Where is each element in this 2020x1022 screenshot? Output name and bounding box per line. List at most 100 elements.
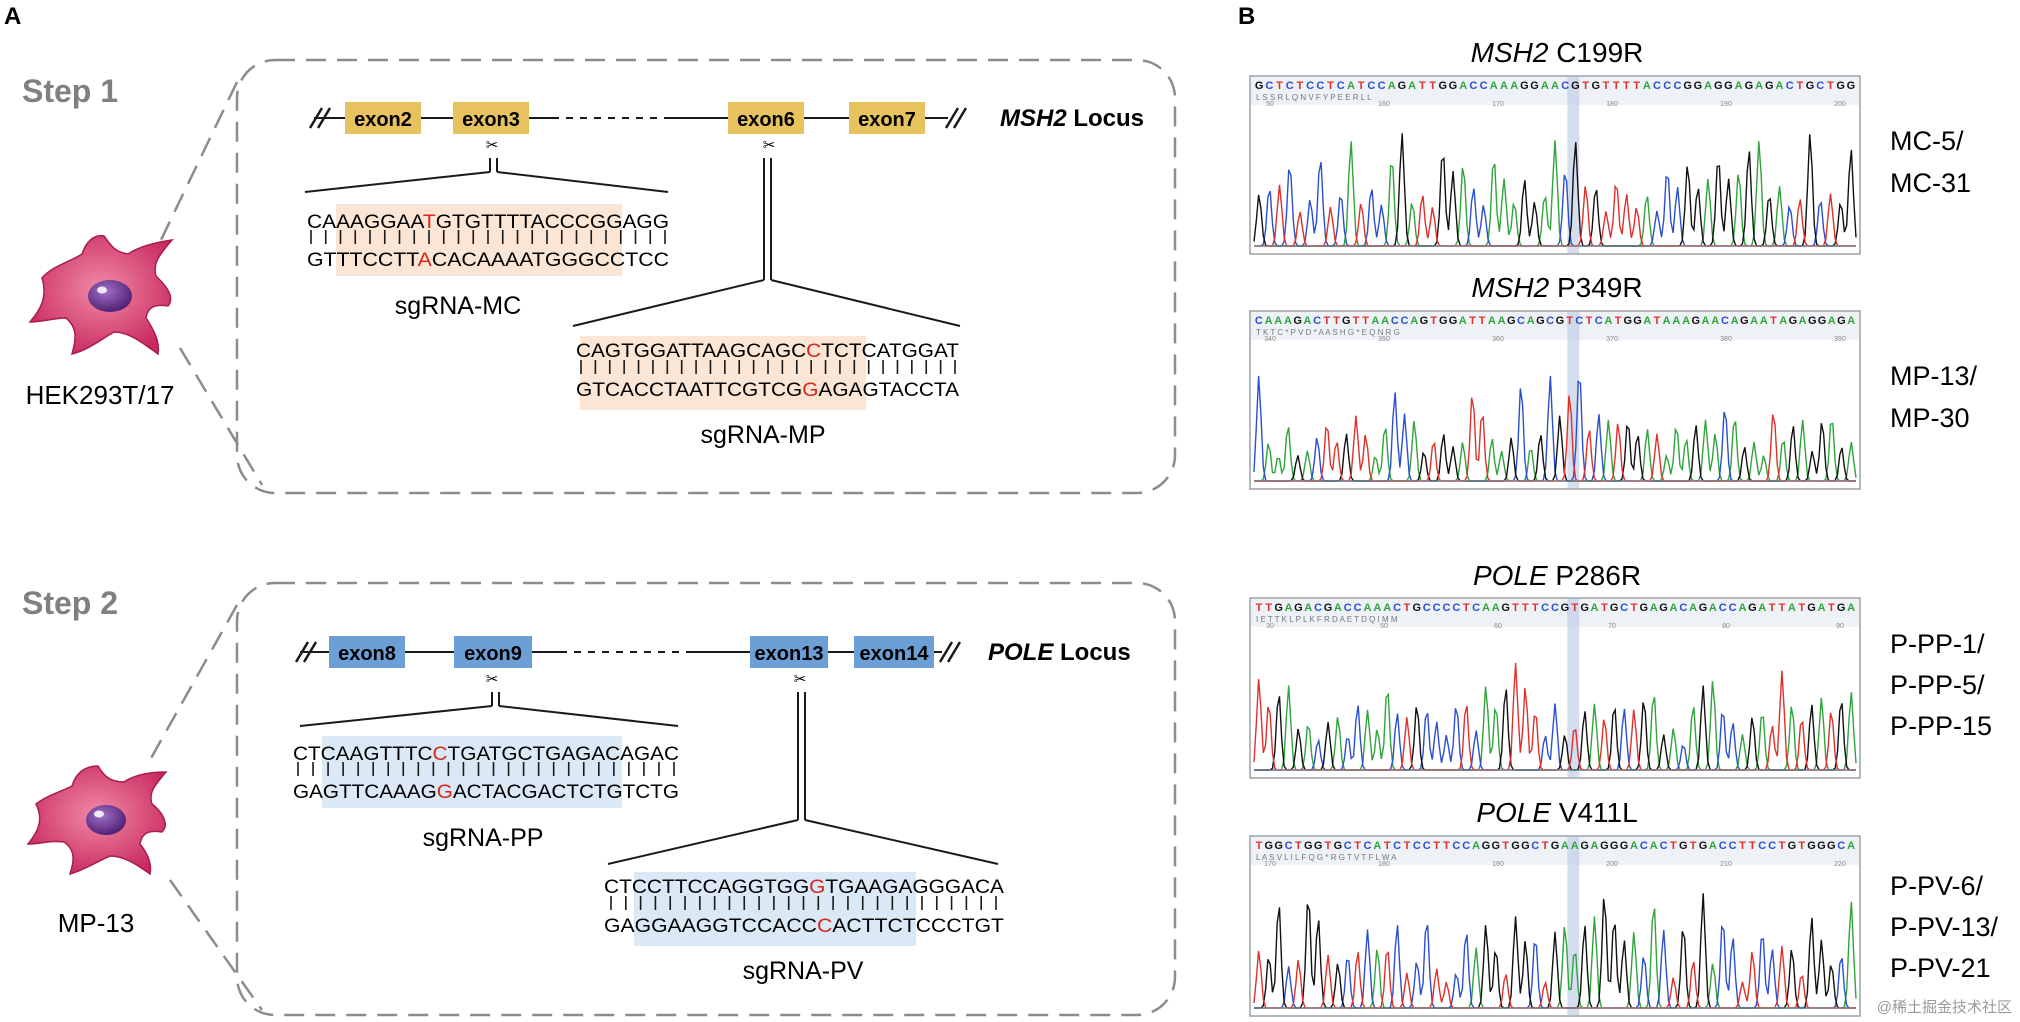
- clone-label: MP-30: [1890, 403, 1970, 433]
- base-call: G: [1398, 80, 1407, 92]
- base-call: T: [1469, 315, 1476, 327]
- clone-label: P-PV-21: [1890, 953, 1991, 983]
- base-call: G: [1561, 602, 1570, 614]
- position-tick: 350: [1378, 336, 1390, 343]
- base-call: A: [1689, 602, 1697, 614]
- base-call: G: [1274, 840, 1283, 852]
- base-call: T: [1479, 315, 1486, 327]
- base-call: C: [1255, 315, 1263, 327]
- step1-frame: [235, 58, 1177, 495]
- base-call: A: [1760, 315, 1768, 327]
- base-call: T: [1623, 80, 1630, 92]
- base-call: G: [1818, 315, 1827, 327]
- position-tick: 190: [1492, 861, 1504, 868]
- base-call: G: [1836, 80, 1845, 92]
- base-call: G: [1745, 80, 1754, 92]
- pole-locus-label: POLE Locus: [988, 639, 1131, 666]
- hek293-cell-icon: [28, 234, 174, 356]
- base-call: A: [1551, 80, 1559, 92]
- base-call: A: [1373, 840, 1381, 852]
- base-call: G: [1806, 80, 1815, 92]
- base-call: C: [1354, 602, 1362, 614]
- base-call: C: [1313, 315, 1321, 327]
- base-call: T: [1690, 840, 1697, 852]
- base-call: G: [1314, 840, 1323, 852]
- base-call: G: [1837, 315, 1846, 327]
- base-call: C: [1344, 840, 1352, 852]
- base-call: A: [1383, 602, 1391, 614]
- base-call: A: [1303, 315, 1311, 327]
- base-call: T: [1615, 315, 1622, 327]
- base-call: G: [1817, 840, 1826, 852]
- sgrna-mc-label: sgRNA-MC: [395, 292, 521, 320]
- base-call: A: [1459, 315, 1467, 327]
- base-call: C: [1472, 602, 1480, 614]
- base-call: G: [1808, 315, 1817, 327]
- base-call: G: [1640, 602, 1649, 614]
- exon-label: exon14: [860, 643, 930, 665]
- base-call: T: [1265, 602, 1272, 614]
- base-pair-ticks: [310, 230, 666, 244]
- base-call: T: [1603, 80, 1610, 92]
- base-call: C: [1413, 840, 1421, 852]
- base-call: C: [1721, 315, 1729, 327]
- clone-label: P-PP-1/: [1890, 629, 1985, 659]
- base-call: T: [1542, 840, 1549, 852]
- base-call: A: [1571, 840, 1579, 852]
- panel-label-b: B: [1238, 3, 1255, 30]
- base-call: G: [1807, 602, 1816, 614]
- base-call: C: [1837, 840, 1845, 852]
- step2-frame: [235, 581, 1177, 1017]
- base-call: T: [1384, 840, 1391, 852]
- position-tick: 390: [1834, 336, 1846, 343]
- base-call: G: [1724, 80, 1733, 92]
- trace-header: [1251, 837, 1859, 865]
- step2-title: Step 2: [22, 585, 118, 621]
- svg-text:✂: ✂: [794, 671, 807, 688]
- clone-label: MC-31: [1890, 168, 1971, 198]
- base-call: T: [1256, 840, 1263, 852]
- base-call: G: [1600, 840, 1609, 852]
- base-call: A: [1408, 80, 1416, 92]
- base-call: A: [1265, 315, 1273, 327]
- base-call: C: [1393, 602, 1401, 614]
- exon-label: exon3: [462, 109, 520, 131]
- base-call: T: [1353, 315, 1360, 327]
- base-call: G: [1620, 840, 1629, 852]
- exon-box-exon9: exon9: [454, 636, 532, 668]
- base-call: A: [1788, 602, 1796, 614]
- watermark: @稀土掘金技术社区: [1877, 999, 2012, 1016]
- base-call: A: [1755, 80, 1763, 92]
- base-call: A: [1284, 315, 1292, 327]
- position-tick: 360: [1492, 336, 1504, 343]
- step2-cell-label: MP-13: [58, 908, 135, 938]
- position-tick: 200: [1606, 861, 1618, 868]
- base-call: T: [1502, 840, 1509, 852]
- mutation-base: C: [806, 340, 821, 362]
- base-call: G: [1294, 602, 1303, 614]
- base-call: C: [1729, 602, 1737, 614]
- base-call: A: [1711, 315, 1719, 327]
- base-call: A: [1373, 602, 1381, 614]
- trace-header: [1251, 599, 1859, 627]
- base-call: T: [1613, 80, 1620, 92]
- base-call: C: [1393, 840, 1401, 852]
- base-call: A: [1334, 602, 1342, 614]
- base-call: G: [1837, 602, 1846, 614]
- clone-label: MP-13/: [1890, 361, 1978, 391]
- position-tick: 180: [1606, 101, 1618, 108]
- base-call: C: [1679, 602, 1687, 614]
- base-call: A: [1590, 840, 1598, 852]
- base-call: A: [1410, 315, 1418, 327]
- base-call: A: [1347, 80, 1355, 92]
- exon-box-exon3: exon3: [453, 102, 529, 134]
- mutation-base: T: [423, 211, 436, 233]
- base-call: C: [1660, 840, 1668, 852]
- base-call: A: [1643, 315, 1651, 327]
- base-call: C: [1442, 602, 1450, 614]
- base-call: A: [1739, 602, 1747, 614]
- base-call: C: [1673, 80, 1681, 92]
